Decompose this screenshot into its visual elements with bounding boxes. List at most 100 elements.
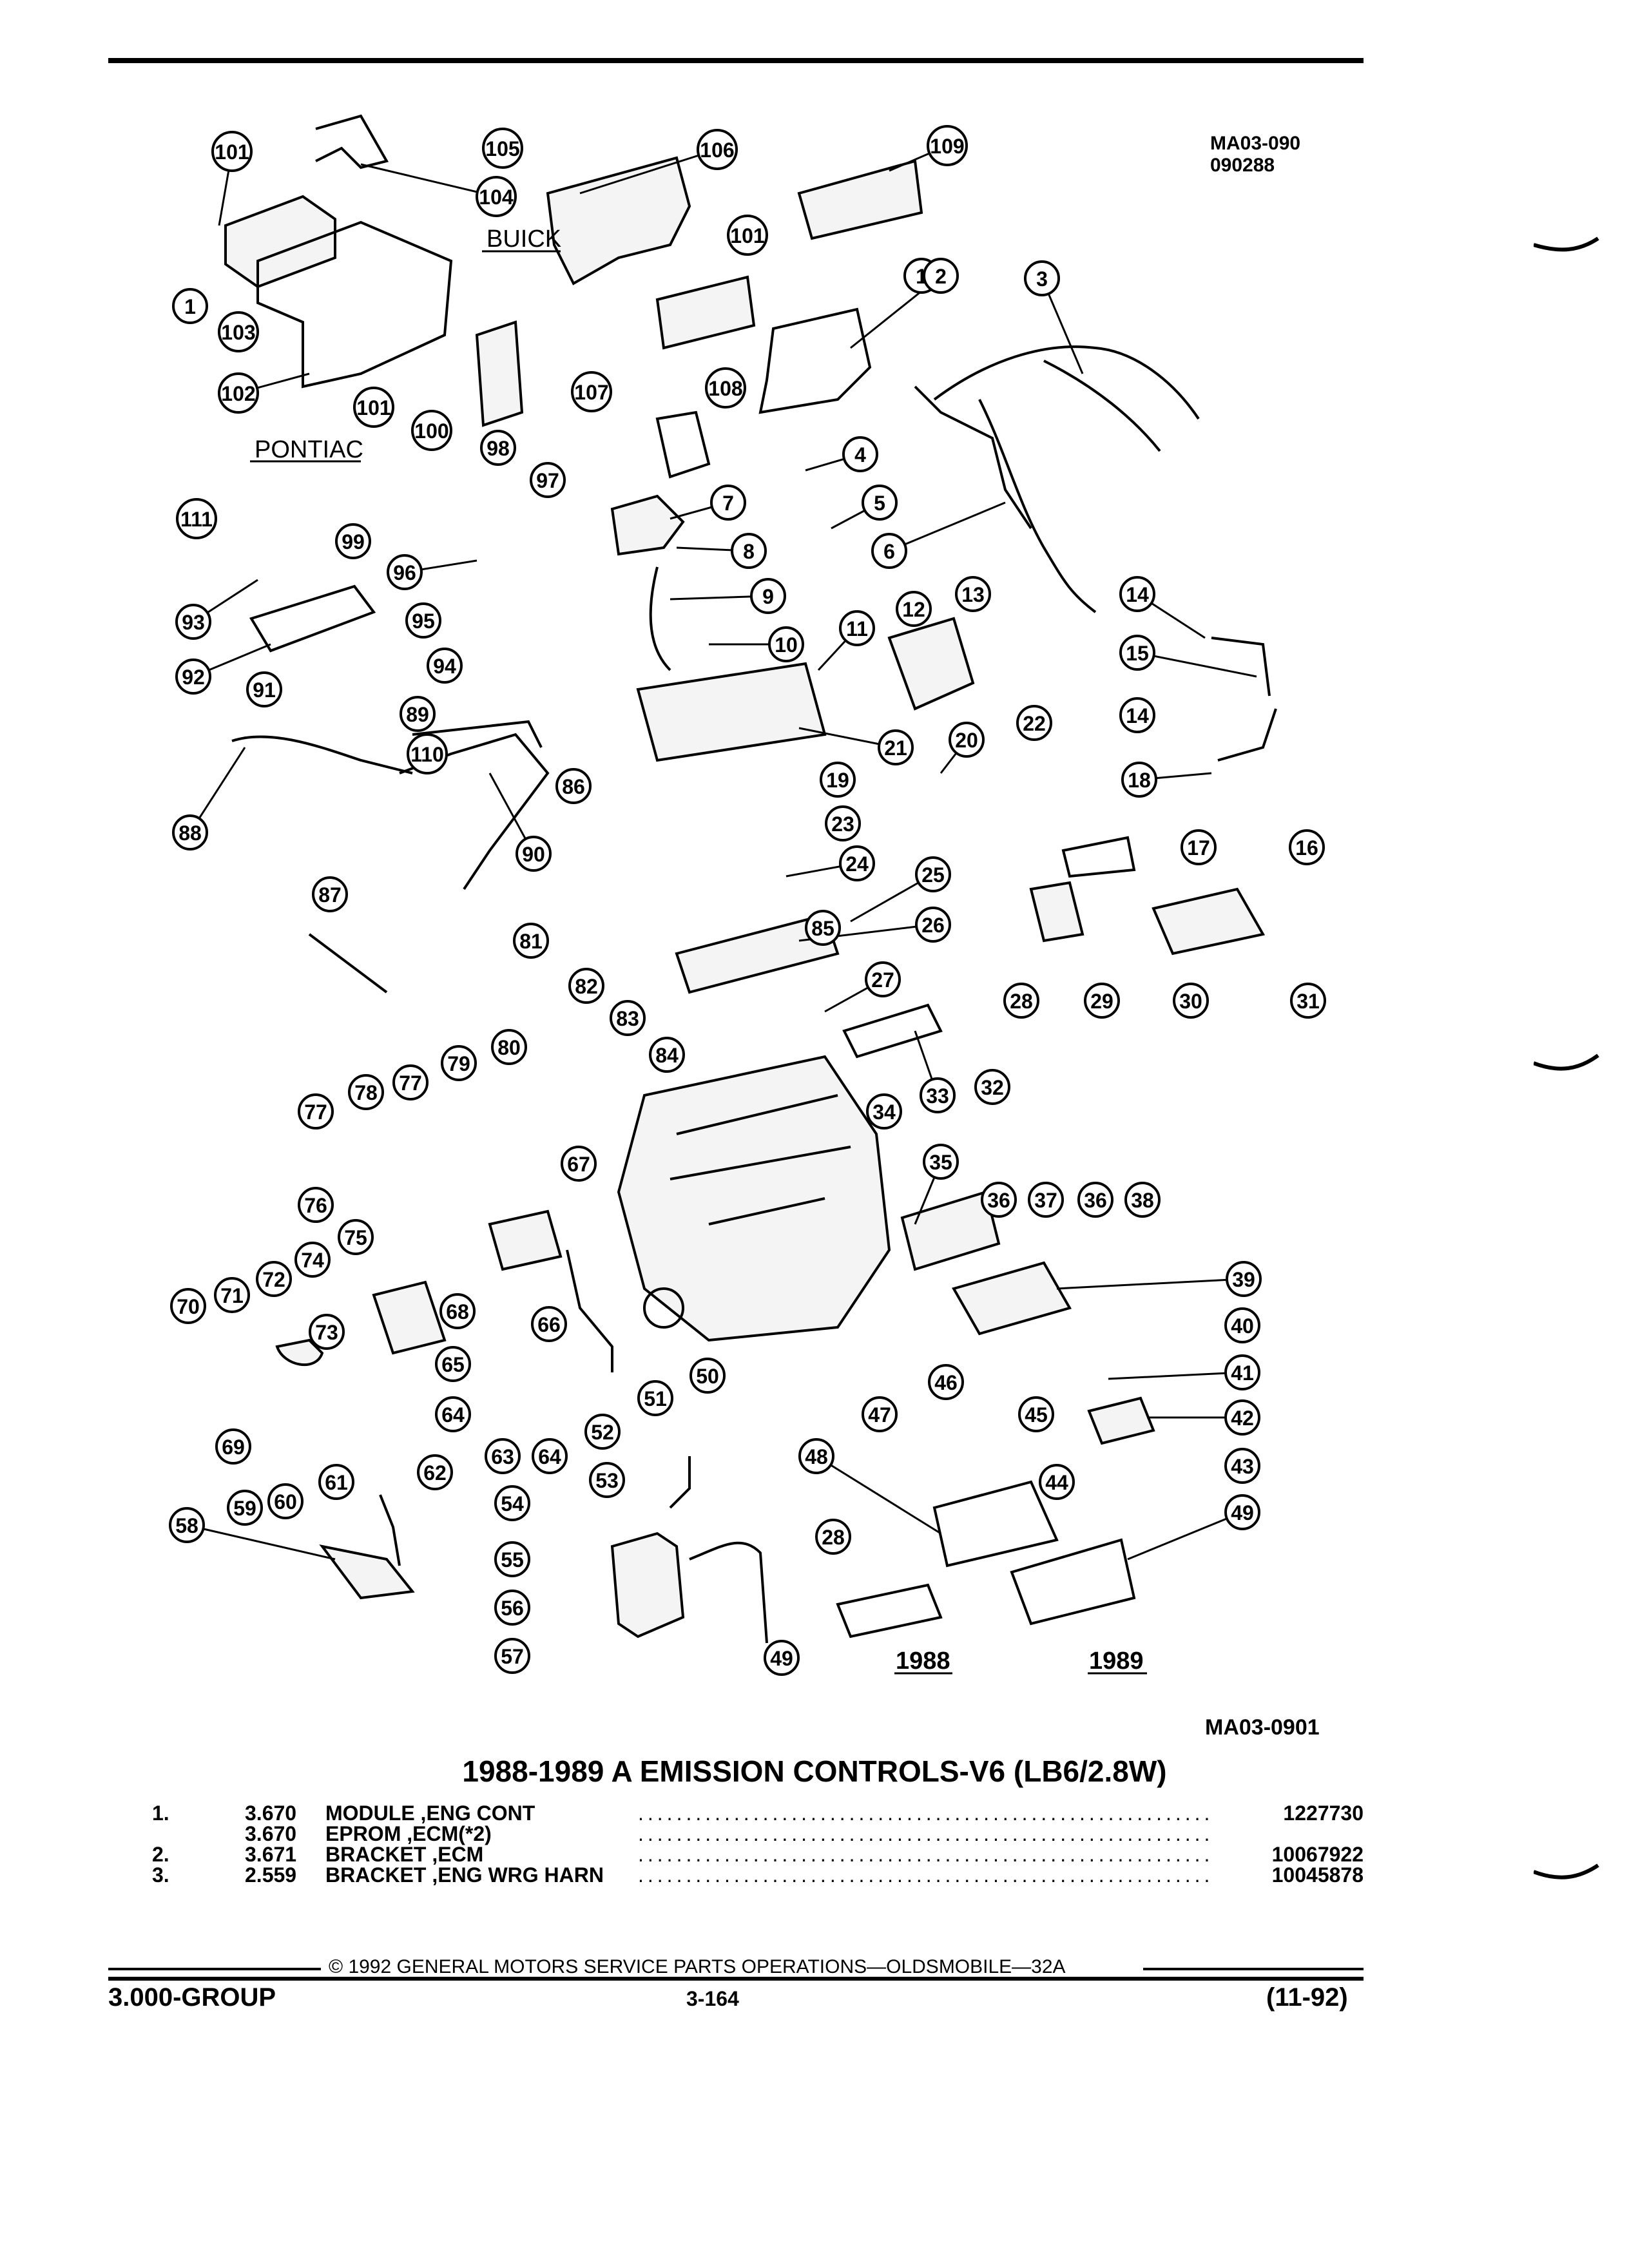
callout-77: 77	[392, 1064, 429, 1100]
svg-text:59: 59	[233, 1497, 256, 1520]
callout-77: 77	[298, 1093, 334, 1129]
svg-text:41: 41	[1231, 1361, 1254, 1385]
svg-text:18: 18	[1128, 769, 1151, 792]
crank-pulley	[643, 1287, 684, 1329]
svg-text:33: 33	[926, 1084, 949, 1108]
egr-pipe	[649, 566, 671, 671]
callout-28: 28	[815, 1519, 851, 1555]
svg-text:76: 76	[304, 1194, 327, 1217]
callout-110: 110	[407, 733, 448, 774]
callout-92: 92	[175, 658, 211, 695]
svg-text:100: 100	[414, 419, 448, 443]
section-title: 1988-1989 A EMISSION CONTROLS-V6 (LB6/2.…	[462, 1754, 1167, 1788]
callout-6: 6	[871, 533, 907, 569]
callout-52: 52	[584, 1414, 621, 1450]
callout-39: 39	[1226, 1261, 1262, 1297]
callout-9: 9	[750, 578, 786, 614]
svg-text:15: 15	[1126, 642, 1149, 665]
callout-38: 38	[1124, 1182, 1161, 1218]
svg-text:82: 82	[575, 975, 598, 998]
callout-35: 35	[923, 1144, 959, 1180]
svg-text:105: 105	[485, 137, 519, 160]
callout-98: 98	[480, 430, 516, 466]
vapor-canister	[610, 1532, 685, 1639]
leader-line-39	[1056, 1278, 1244, 1290]
callout-13: 13	[955, 576, 991, 612]
callout-14: 14	[1119, 697, 1155, 733]
instrument-cluster-109	[797, 159, 923, 240]
air-flow-39	[951, 1261, 1072, 1336]
leader-line-106	[579, 148, 718, 195]
svg-text:29: 29	[1090, 990, 1113, 1013]
footer-rule-left	[108, 1968, 321, 1970]
svg-text:5: 5	[874, 492, 885, 515]
callout-49: 49	[1224, 1494, 1260, 1530]
bracket-29	[1061, 836, 1136, 878]
svg-text:99: 99	[342, 530, 365, 553]
callout-96: 96	[387, 554, 423, 590]
callout-70: 70	[170, 1288, 206, 1324]
svg-text:69: 69	[222, 1436, 245, 1459]
callout-84: 84	[649, 1037, 685, 1073]
footer-date: (11-92)	[1266, 1983, 1348, 2012]
ignition-modules-1988	[836, 1583, 943, 1639]
svg-text:12: 12	[902, 598, 925, 621]
callout-23: 23	[825, 805, 861, 841]
label-buick: BUICK	[487, 226, 561, 253]
callout-14: 14	[1119, 576, 1155, 612]
svg-text:77: 77	[304, 1100, 327, 1124]
leader-dots: ........................................…	[638, 1822, 1211, 1845]
leader-line-49	[1127, 1511, 1243, 1561]
module-28	[1029, 881, 1084, 943]
callout-20: 20	[949, 722, 985, 758]
bracket-48	[932, 1480, 1059, 1568]
callout-1: 1	[172, 288, 208, 324]
svg-text:101: 101	[356, 396, 390, 419]
callout-106: 106	[697, 129, 738, 170]
diagram-drawing	[224, 114, 1277, 1644]
callout-56: 56	[494, 1590, 530, 1626]
callout-15: 15	[1119, 635, 1155, 671]
part-name: BRACKET ,ECM	[325, 1843, 484, 1866]
callout-36: 36	[981, 1182, 1017, 1218]
svg-text:60: 60	[274, 1490, 297, 1514]
svg-text:50: 50	[696, 1365, 719, 1388]
callout-85: 85	[805, 910, 841, 946]
svg-text:68: 68	[446, 1300, 469, 1323]
leader-line-15	[1137, 651, 1257, 678]
callout-101: 101	[727, 215, 768, 256]
plenum	[636, 662, 827, 762]
callout-37: 37	[1028, 1182, 1064, 1218]
callout-19: 19	[820, 762, 856, 798]
ecm-module-100	[475, 320, 524, 427]
callout-86: 86	[555, 768, 592, 804]
callout-63: 63	[485, 1438, 521, 1474]
svg-text:28: 28	[822, 1526, 845, 1549]
callout-105: 105	[482, 128, 523, 169]
part-group: 3.670	[245, 1822, 297, 1845]
ignition-bracket-1989	[1010, 1538, 1136, 1626]
callout-28: 28	[1003, 983, 1039, 1019]
callout-18: 18	[1121, 762, 1157, 798]
svg-text:62: 62	[423, 1461, 447, 1485]
bracket-92	[249, 584, 376, 653]
svg-text:46: 46	[934, 1371, 958, 1394]
svg-text:90: 90	[522, 843, 545, 866]
callout-10: 10	[768, 626, 804, 662]
svg-text:25: 25	[921, 863, 945, 887]
svg-text:52: 52	[591, 1421, 614, 1444]
bracket-72	[275, 1338, 324, 1366]
leader-dots: ........................................…	[638, 1802, 1211, 1825]
callout-8: 8	[731, 533, 767, 569]
callout-54: 54	[494, 1485, 530, 1521]
part-name: BRACKET ,ENG WRG HARN	[325, 1863, 604, 1887]
ecm-bracket-pontiac	[256, 220, 453, 389]
svg-text:14: 14	[1126, 704, 1149, 727]
bracket-104	[315, 114, 389, 169]
callout-95: 95	[405, 602, 441, 639]
callout-22: 22	[1016, 705, 1052, 741]
